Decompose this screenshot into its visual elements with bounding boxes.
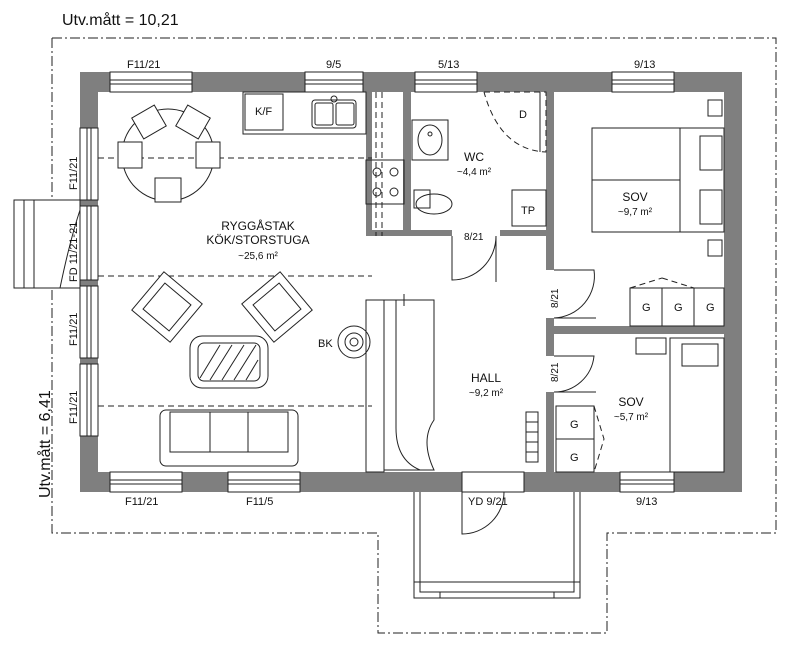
bedroom-small-area: ~5,7 m² (614, 412, 649, 423)
dining-table (117, 104, 221, 203)
bedroom-small-name: SOV (618, 395, 643, 409)
wardrobe-label-5: G (570, 452, 579, 464)
sofa (159, 409, 299, 467)
height-dimension-label: Utv.mått = 6,41 (36, 390, 54, 498)
window-label-top-4: 9/13 (634, 59, 655, 71)
hall-rack (525, 411, 539, 463)
coffee-table (189, 335, 269, 389)
windows-bottom (109, 471, 675, 493)
roof-beam-lines (98, 92, 383, 407)
wardrobe-label-3: G (706, 302, 715, 314)
window-label-top-3: 5/13 (438, 59, 459, 71)
kitchen-area: ~25,6 m² (238, 251, 278, 262)
stove-label: BK (318, 338, 333, 350)
terrace-door (13, 199, 81, 289)
wardrobe-label-4: G (570, 419, 579, 431)
hall-area: ~9,2 m² (469, 388, 504, 399)
entry-porch (413, 488, 581, 599)
wood-stove (337, 325, 371, 359)
wc-fixtures (411, 91, 547, 227)
wardrobe-small-bedroom (555, 405, 605, 473)
width-dimension-label: Utv.mått = 10,21 (62, 11, 179, 29)
door-label-entry: YD 9/21 (468, 496, 508, 508)
door-label-bedroom-small: 8/21 (550, 362, 561, 382)
window-label-top-1: F11/21 (127, 59, 160, 71)
fridge-label: K/F (255, 106, 272, 118)
window-label-bottom-1: F11/21 (125, 496, 158, 508)
wardrobe-label-1: G (642, 302, 651, 314)
wc-area: ~4,4 m² (457, 167, 492, 178)
armchairs (131, 271, 313, 343)
wardrobe-large-bedroom (629, 277, 725, 327)
door-swings (451, 235, 596, 535)
shower-label: D (519, 109, 527, 121)
window-label-bottom-3: 9/13 (636, 496, 657, 508)
hall-stairs (365, 294, 435, 473)
washer-label: TP (521, 205, 535, 217)
wardrobe-label-2: G (674, 302, 683, 314)
door-label-bedroom-large: 8/21 (550, 288, 561, 308)
hall-name: HALL (471, 371, 501, 385)
window-label-left-1: F11/21 (68, 157, 80, 190)
single-bed (635, 337, 725, 473)
kitchen-name-line1: RYGGÅSTAK (221, 218, 295, 233)
window-label-top-2: 9/5 (326, 59, 341, 71)
kitchen-name-line2: KÖK/STORSTUGA (206, 233, 309, 247)
window-label-left-4: F11/21 (68, 391, 80, 424)
wc-name: WC (464, 150, 484, 164)
double-bed (591, 99, 725, 257)
bedroom-large-name: SOV (622, 190, 647, 204)
door-label-wc: 8/21 (464, 232, 484, 243)
bedroom-large-area: ~9,7 m² (618, 207, 653, 218)
windows-left (79, 127, 99, 437)
window-label-left-3: F11/21 (68, 313, 80, 346)
window-label-bottom-2: F11/5 (246, 496, 273, 508)
interior-walls (366, 92, 724, 472)
stove-top (365, 159, 405, 205)
outer-dimension-outline (51, 37, 777, 634)
kitchen-counter (242, 91, 367, 135)
window-label-left-2: FD 11/21-21 (68, 222, 80, 282)
